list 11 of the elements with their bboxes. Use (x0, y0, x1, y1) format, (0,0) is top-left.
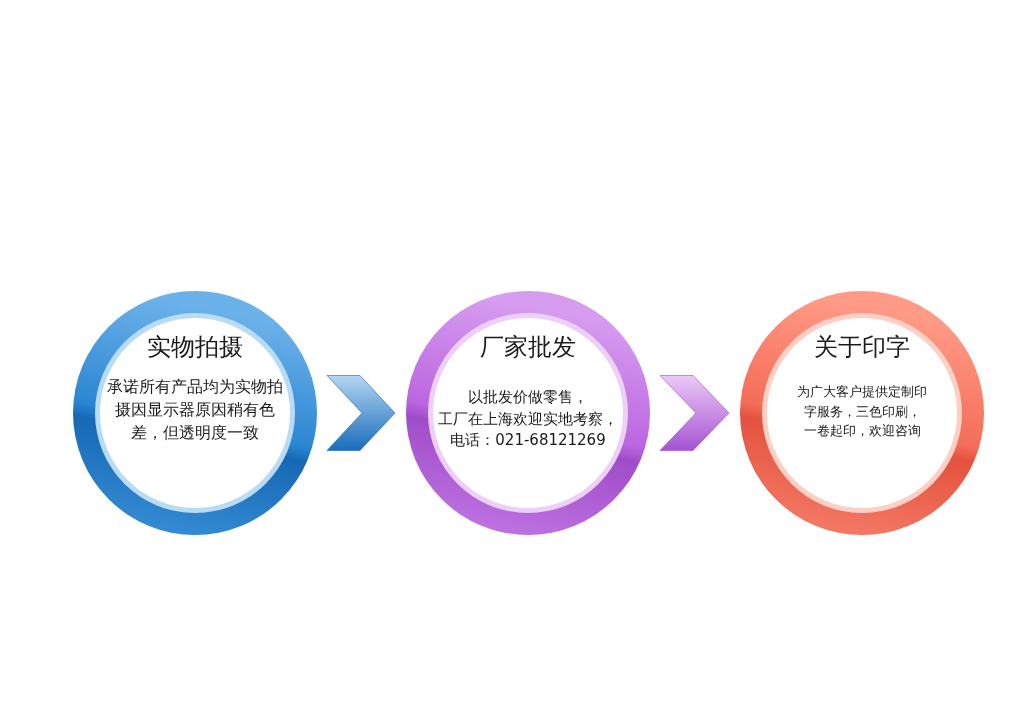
circle-text: 为广大客户提供定制印字服务，三色印刷，一卷起印，欢迎咨询 (796, 383, 928, 440)
circle-heading: 实物拍摄 (147, 333, 243, 361)
chevron-arrow (326, 375, 396, 451)
ring-circle (405, 290, 651, 536)
ring-circle (739, 290, 985, 536)
chevron-arrow (659, 375, 730, 451)
circle-text: 承诺所有产品均为实物拍摄因显示器原因稍有色差，但透明度一致 (106, 376, 284, 444)
circle-heading: 厂家批发 (480, 333, 576, 361)
circle-text: 以批发价做零售，工厂在上海欢迎实地考察，电话：021-68121269 (437, 387, 619, 451)
circle-heading: 关于印字 (814, 333, 910, 361)
ring-circle (72, 290, 318, 536)
